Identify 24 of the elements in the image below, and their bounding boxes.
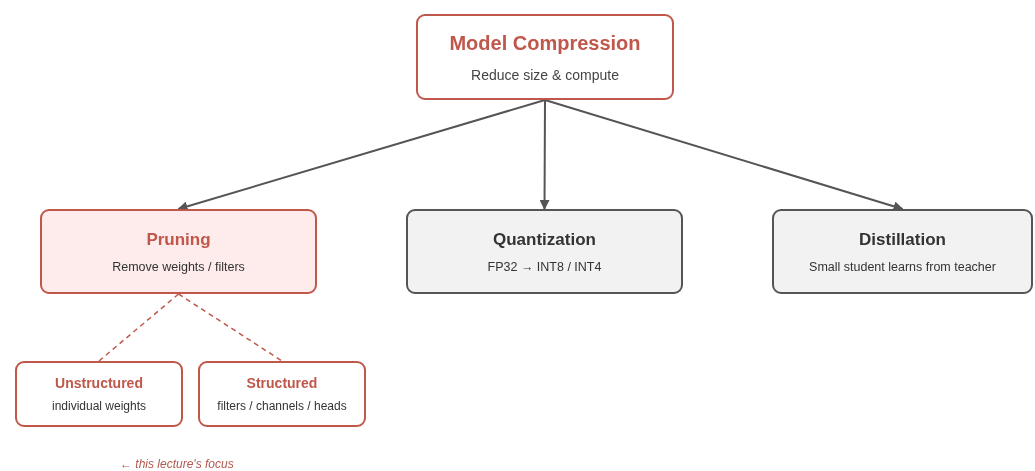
- box-description: Small student learns from teacher: [809, 259, 996, 274]
- box-description: individual weights: [51, 399, 147, 413]
- box-description: filters / channels / heads: [217, 399, 347, 413]
- category-box: [40, 209, 317, 294]
- category-box: [15, 361, 183, 427]
- box-title: Quantization: [493, 229, 596, 250]
- box-title: Unstructured: [55, 375, 143, 391]
- box-title: Pruning: [146, 229, 211, 250]
- category-box: [772, 209, 1033, 294]
- box-title: Model Compression: [449, 31, 641, 55]
- dashed-connector: [177, 293, 283, 362]
- box-description: Remove weights / filters: [112, 259, 245, 274]
- category-box: [416, 14, 674, 100]
- arrow: [177, 99, 546, 212]
- note-text: ← this lecture's focus: [120, 457, 234, 471]
- box-description: Reduce size & compute: [471, 66, 619, 83]
- arrow: [539, 99, 550, 210]
- dashed-connector: [98, 293, 180, 362]
- box-title: Structured: [246, 375, 318, 391]
- arrow: [544, 99, 904, 212]
- box-description: FP32 → INT8 / INT4: [487, 259, 602, 274]
- box-title: Distillation: [859, 229, 946, 250]
- category-box: [406, 209, 683, 294]
- category-box: [198, 361, 366, 427]
